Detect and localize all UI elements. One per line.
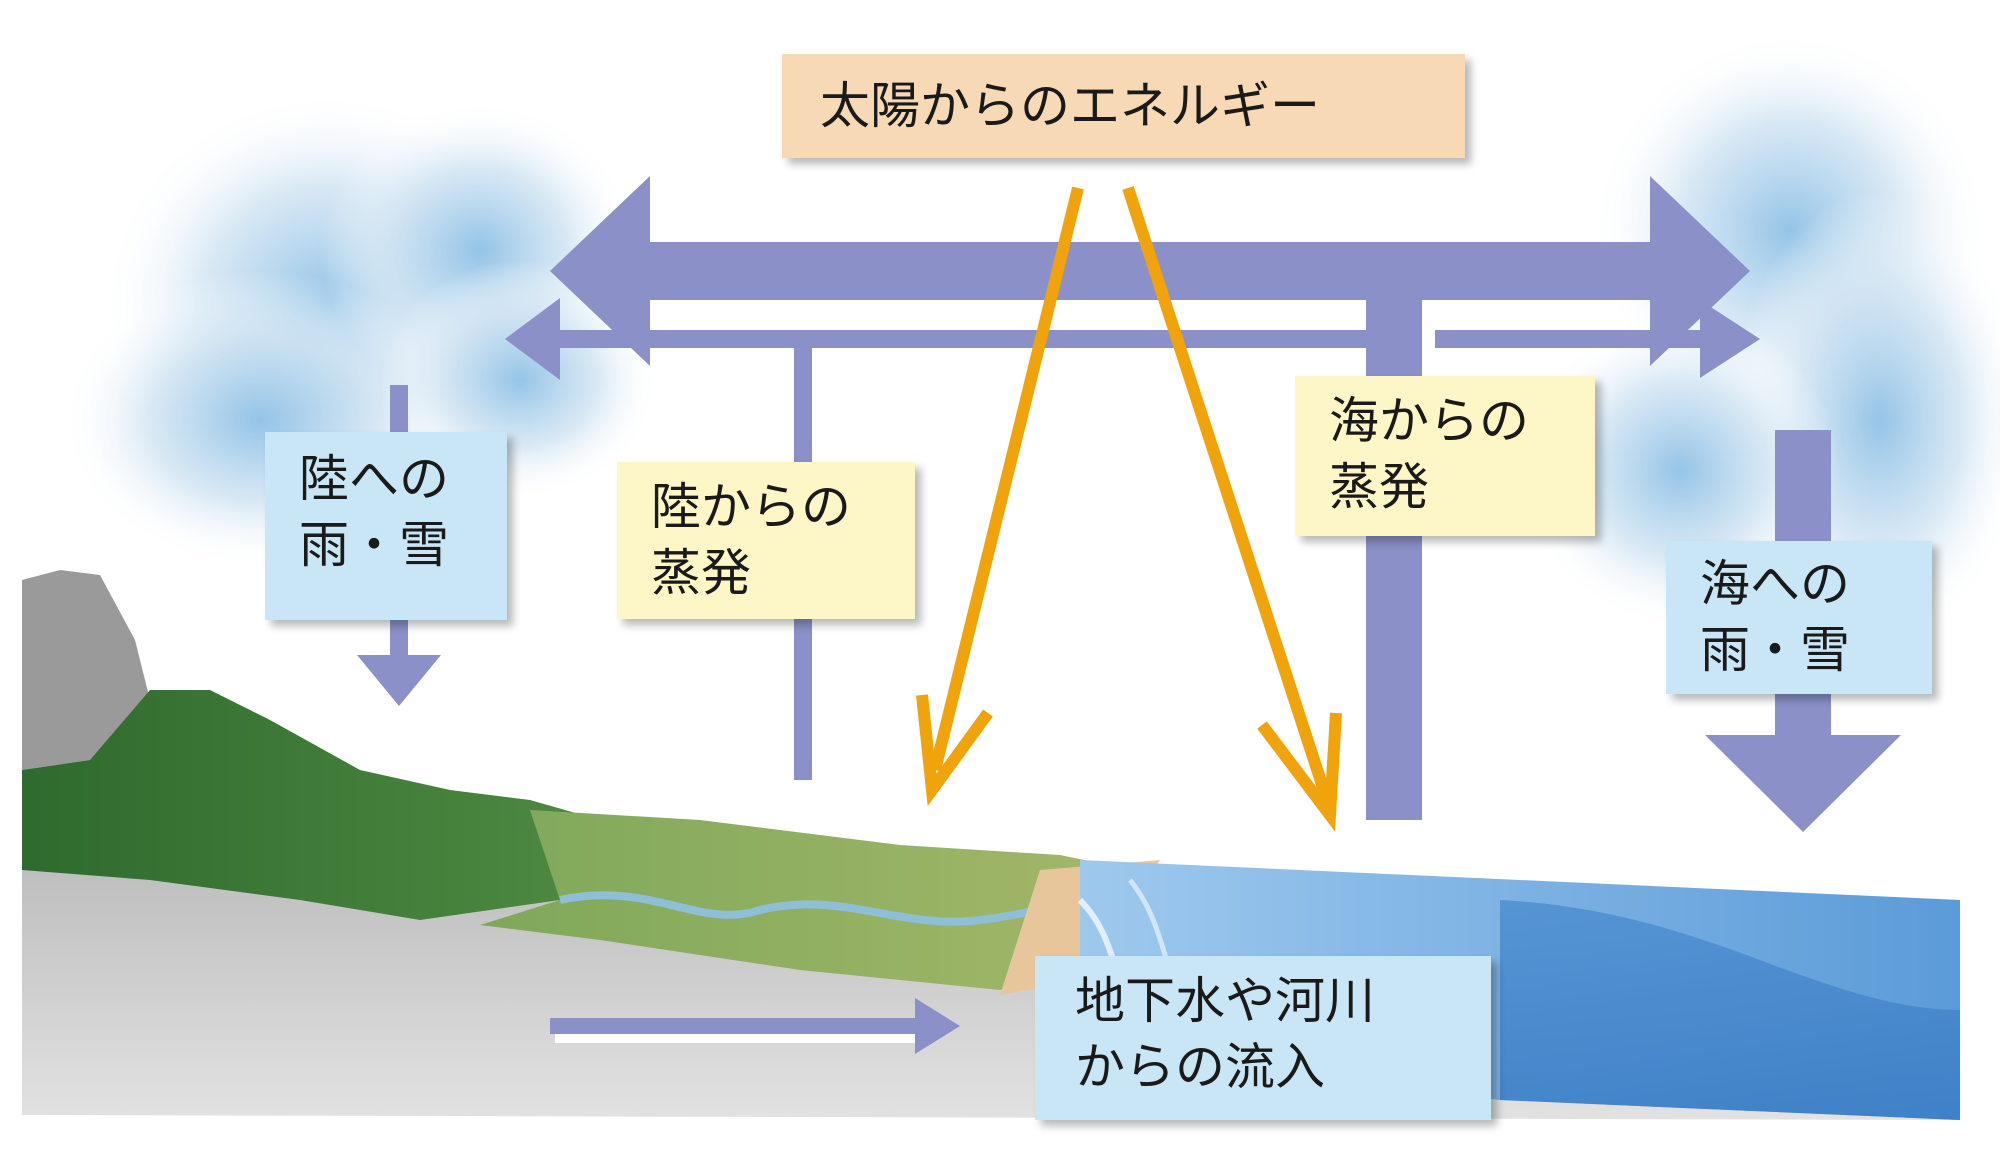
deep-ocean: [1500, 900, 1960, 1120]
land-evaporation-line1: 陸からの: [651, 478, 851, 536]
ocean-evaporation-line2: 蒸発: [1329, 458, 1429, 516]
solar-energy-label: 太陽からのエネルギー: [782, 54, 1465, 158]
solar-energy-text: 太陽からのエネルギー: [820, 77, 1320, 135]
vapor-transport-arrow-lower: [505, 298, 1760, 380]
ocean-precipitation-line1: 海への: [1700, 555, 1850, 613]
inflow-label: 地下水や河川 からの流入: [1035, 956, 1491, 1120]
ocean-evaporation-label: 海からの 蒸発: [1295, 376, 1595, 536]
ocean-precipitation-line2: 雨・雪: [1700, 621, 1850, 679]
land-evaporation-label: 陸からの 蒸発: [617, 462, 915, 619]
land-precipitation-label: 陸への 雨・雪: [265, 432, 507, 620]
mountain-forest: [22, 690, 600, 920]
plain: [480, 810, 1180, 990]
ocean-evaporation-stem: [1366, 290, 1422, 820]
inflow-line2: からの流入: [1075, 1038, 1325, 1096]
ocean-precipitation-label: 海への 雨・雪: [1666, 541, 1932, 694]
solar-energy-arrow-right: [1122, 186, 1342, 832]
inflow-arrow: [550, 998, 960, 1054]
land-precipitation-line1: 陸への: [299, 450, 449, 508]
solar-energy-arrow-left: [916, 186, 1084, 807]
inflow-line1: 地下水や河川: [1075, 972, 1375, 1030]
rock-peak: [22, 570, 150, 770]
land-evaporation-line2: 蒸発: [651, 544, 751, 602]
land-precipitation-line2: 雨・雪: [299, 516, 449, 574]
ocean-evaporation-line1: 海からの: [1329, 392, 1529, 450]
